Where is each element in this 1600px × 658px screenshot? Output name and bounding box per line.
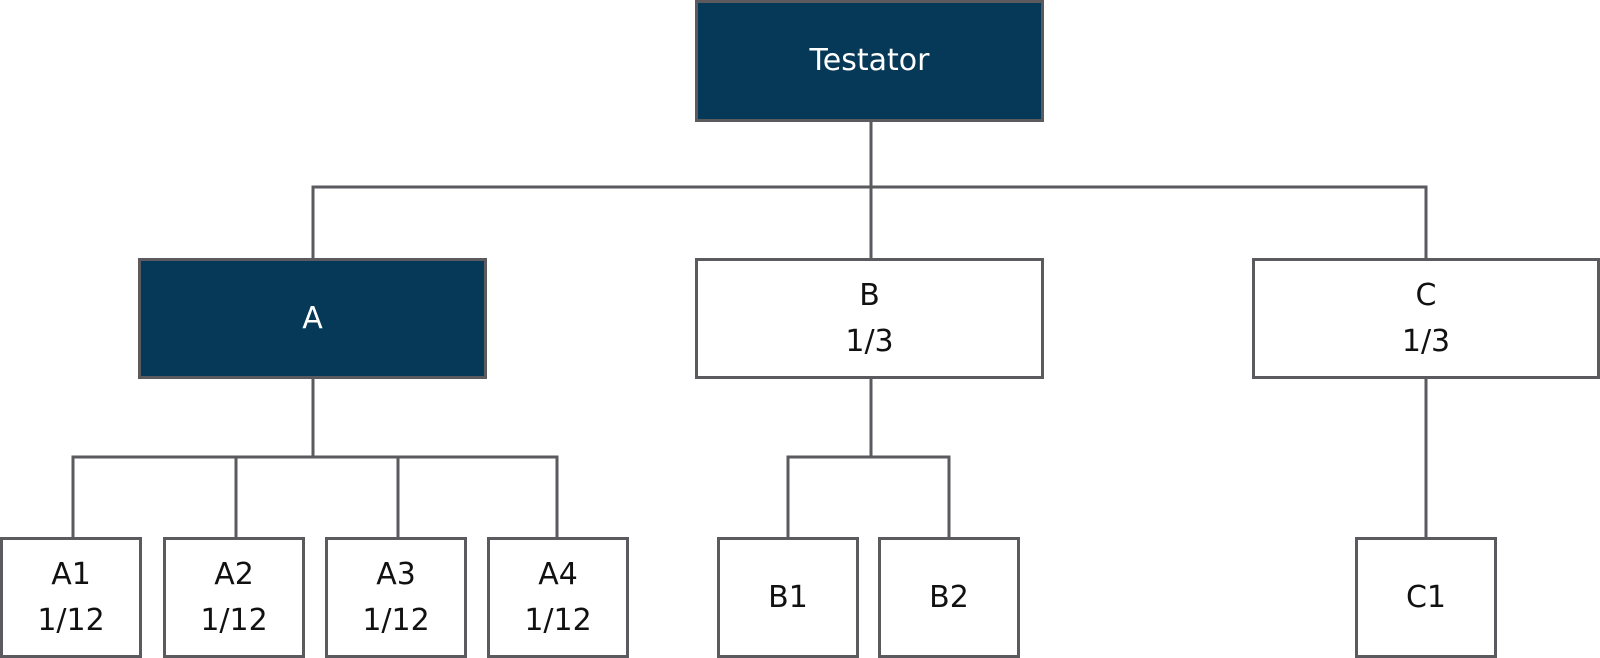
node-a4-label: A4 (538, 556, 578, 592)
node-a3-label: A3 (376, 556, 416, 592)
node-a1: A1 1/12 (0, 537, 142, 658)
node-c: C 1/3 (1252, 258, 1600, 379)
node-a2-label: A2 (214, 556, 254, 592)
node-a1-share: 1/12 (37, 602, 105, 638)
node-b1-label: B1 (768, 579, 808, 615)
node-testator: Testator (695, 0, 1044, 122)
node-b: B 1/3 (695, 258, 1044, 379)
node-b2-label: B2 (929, 579, 969, 615)
node-a: A (138, 258, 487, 379)
node-testator-label: Testator (809, 43, 930, 78)
node-c1-label: C1 (1405, 579, 1447, 615)
node-c-share: 1/3 (1401, 323, 1451, 359)
node-c-label: C (1415, 277, 1437, 313)
node-a3-share: 1/12 (362, 602, 430, 638)
node-a4: A4 1/12 (487, 537, 629, 658)
node-a4-share: 1/12 (524, 602, 592, 638)
node-b2: B2 (878, 537, 1020, 658)
node-b-share: 1/3 (845, 323, 894, 359)
node-b-label: B (859, 277, 880, 313)
node-b1: B1 (717, 537, 859, 658)
node-c1: C1 (1355, 537, 1497, 658)
node-a3: A3 1/12 (325, 537, 467, 658)
node-a2: A2 1/12 (163, 537, 305, 658)
node-a1-label: A1 (51, 556, 91, 592)
node-a2-share: 1/12 (200, 602, 268, 638)
node-a-label: A (302, 300, 323, 336)
